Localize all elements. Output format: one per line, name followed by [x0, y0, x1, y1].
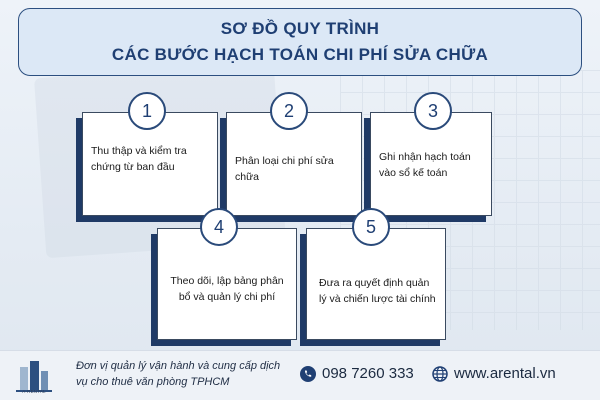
- title-banner: SƠ ĐỒ QUY TRÌNH CÁC BƯỚC HẠCH TOÁN CHI P…: [18, 8, 582, 76]
- website-contact[interactable]: www.arental.vn: [432, 365, 556, 382]
- step-box-4: Theo dõi, lập bảng phân bổ và quản lý ch…: [157, 228, 297, 340]
- globe-icon: [432, 365, 448, 382]
- title-line-2: CÁC BƯỚC HẠCH TOÁN CHI PHÍ SỬA CHỮA: [111, 45, 489, 64]
- step-box-5: Đưa ra quyết định quản lý và chiến lược …: [306, 228, 446, 340]
- step-number-3: 3: [414, 92, 452, 130]
- step-number-1: 1: [128, 92, 166, 130]
- step-2-text: Phân loại chi phí sửa chữa: [235, 155, 334, 184]
- step-1-text: Thu thập và kiểm tra chứng từ ban đầu: [91, 145, 187, 174]
- step-3-text: Ghi nhận hạch toán vào sổ kế toán: [379, 151, 471, 180]
- logo-caption: A-RENTAL: [22, 389, 46, 394]
- company-description: Đơn vị quản lý vận hành và cung cấp dịch…: [76, 360, 281, 388]
- title-line-1: SƠ ĐỒ QUY TRÌNH: [220, 19, 380, 38]
- step-number-4: 4: [200, 208, 238, 246]
- building-logo-icon: [12, 357, 56, 397]
- step-number-2: 2: [270, 92, 308, 130]
- phone-icon: [300, 365, 316, 382]
- phone-number[interactable]: 098 7260 333: [322, 365, 414, 382]
- website-link[interactable]: www.arental.vn: [454, 365, 556, 382]
- step-5-text: Đưa ra quyết định quản lý và chiến lược …: [319, 277, 436, 306]
- step-number-5: 5: [352, 208, 390, 246]
- step-4-text: Theo dõi, lập bảng phân bổ và quản lý ch…: [170, 275, 284, 304]
- footer: A-RENTAL Đơn vị quản lý vận hành và cung…: [0, 350, 600, 400]
- phone-contact[interactable]: 098 7260 333: [300, 365, 414, 382]
